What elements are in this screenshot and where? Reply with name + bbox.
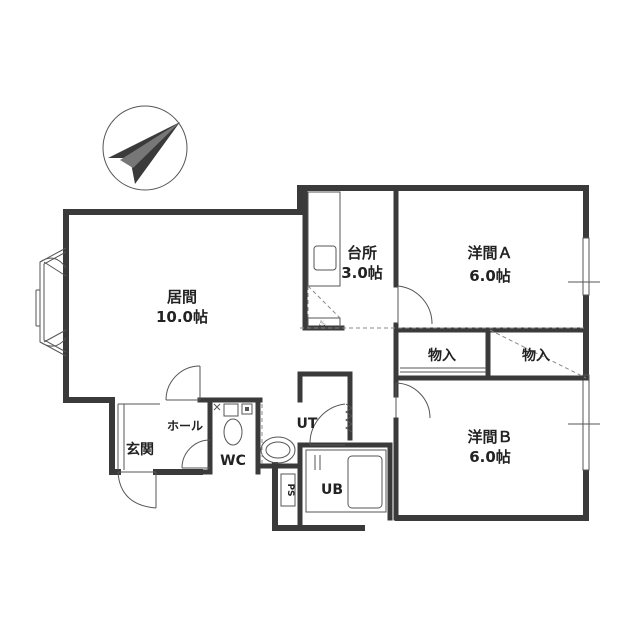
window-western-b <box>568 374 600 471</box>
storage-doors <box>300 327 587 379</box>
bath-name: UB <box>321 482 343 498</box>
entrance-name: 玄関 <box>126 441 154 458</box>
hall-name: ホール <box>167 419 203 433</box>
kitchen-name: 台所 <box>347 244 377 262</box>
entrance-step <box>117 403 160 470</box>
appliance-mark: ♨ <box>318 319 326 329</box>
utility-name: UT <box>297 416 318 432</box>
storage-2-name: 物入 <box>522 347 550 364</box>
living-room-size: 10.0帖 <box>156 308 208 326</box>
living-room-name: 居間 <box>167 288 197 306</box>
pipe-space-name: PS <box>285 483 295 496</box>
north-arrow-icon <box>102 105 188 191</box>
toilet <box>213 403 253 446</box>
western-b-name: 洋間Ｂ <box>467 428 512 446</box>
towel-rack <box>345 403 353 433</box>
kitchen-size: 3.0帖 <box>341 264 383 282</box>
wc-name: WC <box>220 453 246 469</box>
doors <box>117 285 433 509</box>
window-western-a <box>568 237 600 296</box>
pipe-space <box>280 473 296 507</box>
western-a-size: 6.0帖 <box>469 267 511 285</box>
bathtub <box>305 449 387 513</box>
storage-1-name: 物入 <box>428 347 456 364</box>
interior-walls <box>197 185 589 531</box>
western-a-name: 洋間Ａ <box>467 244 512 262</box>
western-b-size: 6.0帖 <box>469 448 511 466</box>
outer-walls <box>63 185 589 531</box>
bay-window <box>35 247 67 357</box>
washbasin <box>260 404 296 466</box>
